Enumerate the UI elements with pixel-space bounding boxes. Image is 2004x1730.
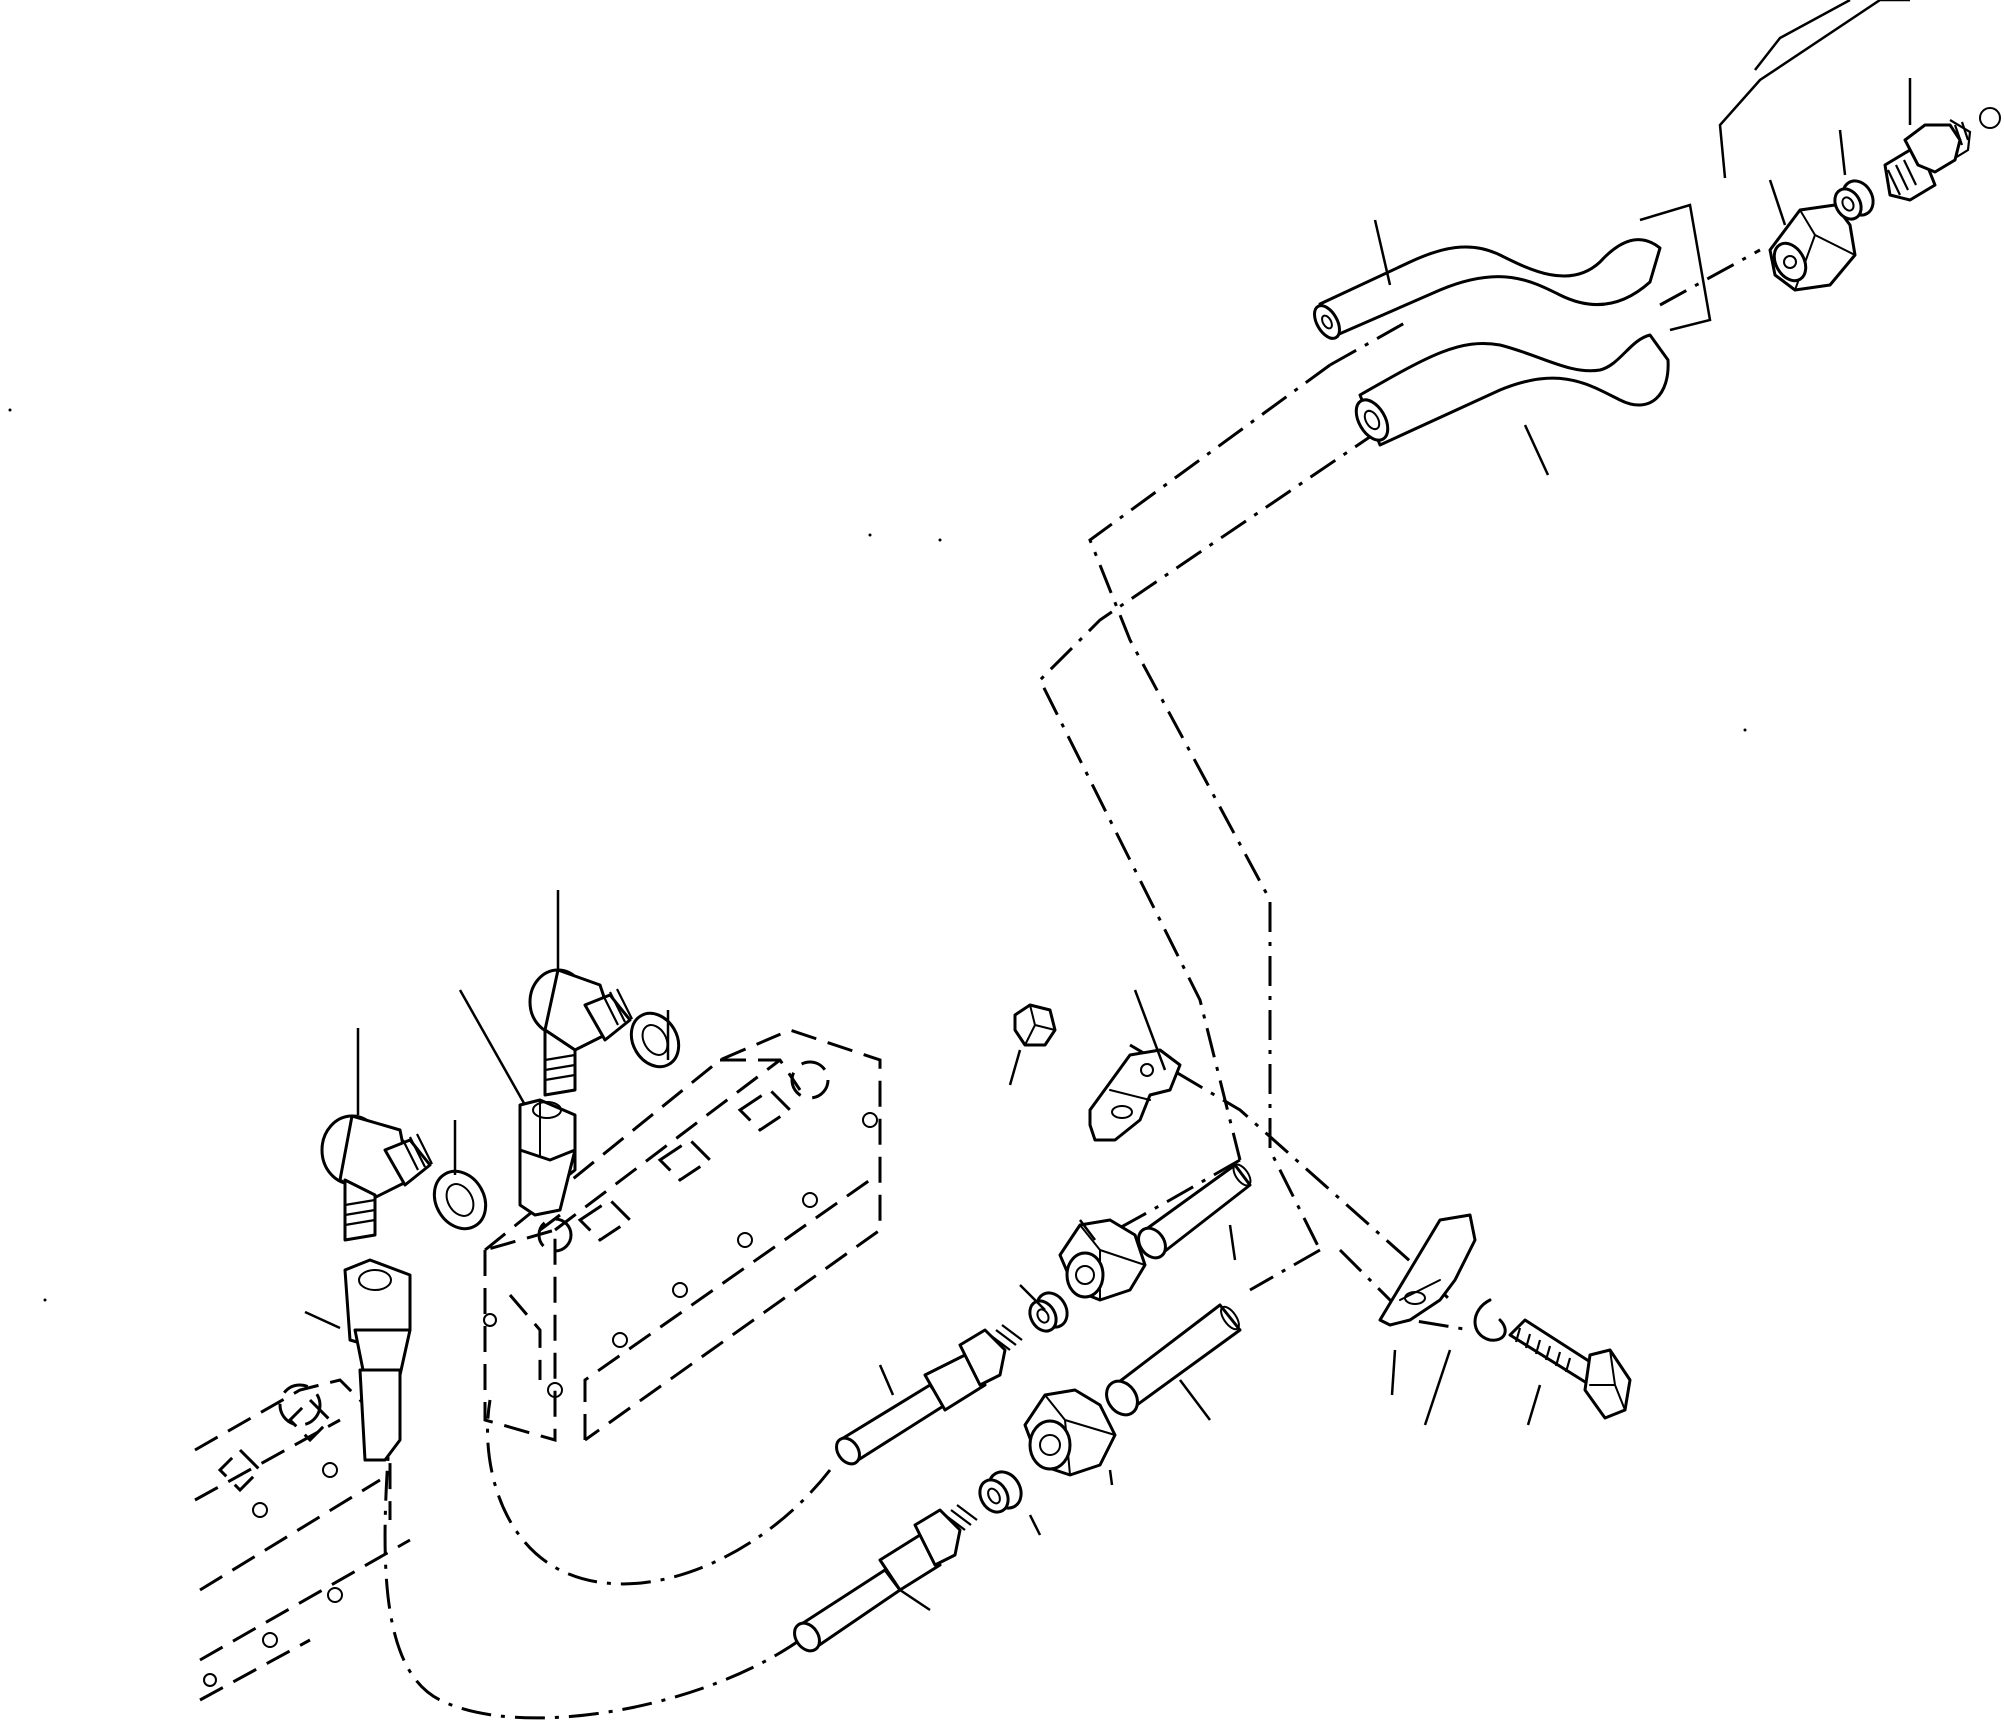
cylinder-head-outline-upper — [483, 1028, 882, 1442]
sleeve-top — [1833, 179, 1875, 221]
short-pipe-upper — [1137, 1163, 1252, 1260]
sleeve-nut-lower — [1023, 1388, 1117, 1477]
elbow-fitting-upper — [528, 968, 633, 1097]
fuel-pipe-lower — [1354, 333, 1670, 447]
short-pipe-lower — [1105, 1303, 1242, 1417]
injection-pipe-upper — [835, 1324, 1023, 1466]
clamp-nut — [1013, 1003, 1057, 1047]
gasket-upper — [629, 1011, 681, 1069]
sleeve-lower — [978, 1470, 1023, 1514]
spring-washer — [1473, 1298, 1507, 1342]
scan-specks — [8, 408, 1747, 1302]
leader-lines — [304, 0, 1912, 1612]
elbow-fitting-lower — [320, 1114, 433, 1242]
sleeve-nut-upper — [1058, 1218, 1147, 1302]
pipe-clamp-lower — [1378, 1213, 1477, 1327]
connector-top — [1883, 107, 2001, 202]
sleeve-nut-top — [1768, 203, 1857, 292]
adapter-upper — [518, 1098, 577, 1217]
pipe-centerlines — [383, 248, 1761, 1720]
pipe-clamp-upper — [1088, 1048, 1182, 1142]
sleeve-upper — [1028, 1291, 1069, 1333]
fuel-pipe-upper — [1313, 238, 1662, 340]
clamp-bolt — [1508, 1318, 1632, 1420]
cylinder-head-outline-lower — [194, 1378, 411, 1702]
adapter-lower — [343, 1258, 412, 1462]
gasket-lower — [432, 1169, 488, 1231]
injection-pipe-lower — [793, 1504, 978, 1653]
